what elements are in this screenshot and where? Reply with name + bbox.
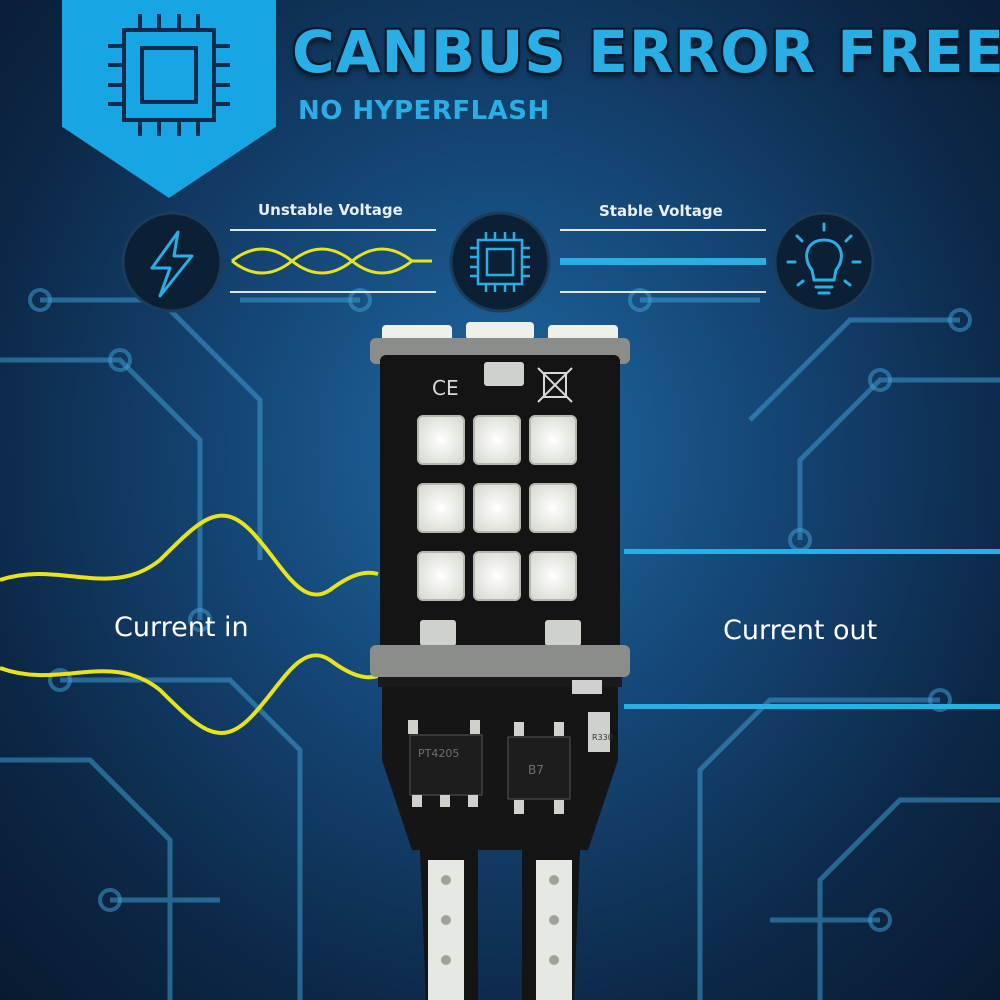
unstable-wave [231,247,432,275]
weee-icon [537,367,573,403]
current-in-wave [0,513,379,735]
current-in-label: Current in [114,612,249,643]
bottom-collar [370,645,630,677]
chip-icon [108,14,230,136]
led-grid [417,415,577,601]
bottom-pad-right [545,620,581,646]
page-subtitle: NO HYPERFLASH [298,96,550,126]
driver-chip-1 [409,734,483,796]
ce-mark: CE [432,376,459,400]
stable-line [560,258,766,265]
voltage-diagram [121,211,875,313]
resistor [588,712,610,752]
resistor-text: R330 [592,733,613,742]
driver-chip-1-text: PT4205 [418,747,459,760]
chip-icon [449,211,551,313]
lightbulb-icon [773,211,875,313]
lightning-icon [121,211,223,313]
top-pad [484,362,524,386]
current-out-label: Current out [723,615,878,646]
stable-voltage-label: Stable Voltage [599,202,723,220]
driver-chip-2 [507,736,571,800]
current-out-lines [624,549,1000,709]
page-title: CANBUS ERROR FREE [292,18,1000,86]
driver-chip-2-text: B7 [528,763,544,777]
unstable-voltage-label: Unstable Voltage [258,201,403,219]
side-led-top [466,322,534,340]
bottom-pad-left [420,620,456,646]
